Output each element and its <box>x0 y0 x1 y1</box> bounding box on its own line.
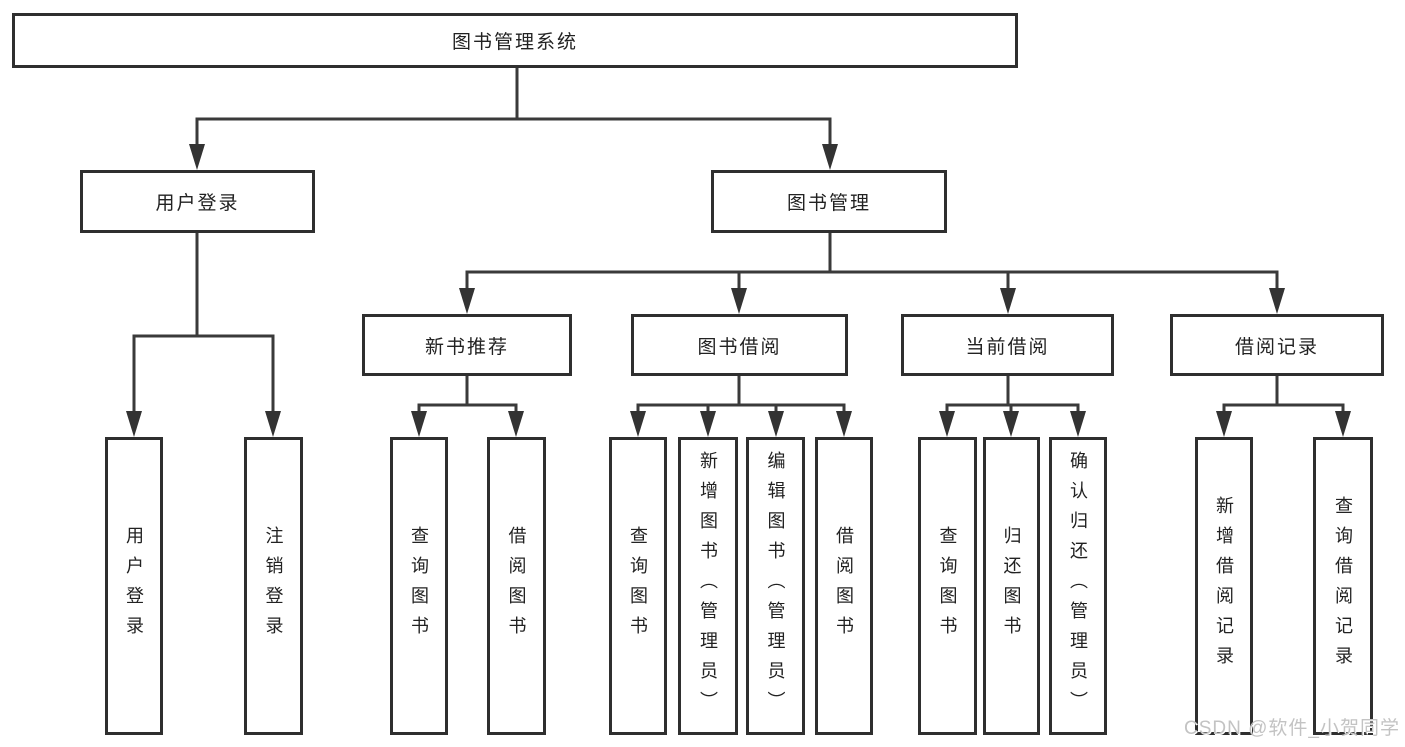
node-root: 图书管理系统 <box>12 13 1018 68</box>
node-leaf-query-books-recommend: 查询图书 <box>390 437 448 735</box>
connector-borrowrecords-to-leaves <box>1222 374 1345 415</box>
node-leaf-query-borrow-record-label: 查询借阅记录 <box>1333 496 1353 676</box>
arrow-icon <box>1070 411 1086 437</box>
arrow-icon <box>939 411 955 437</box>
arrow-icon <box>508 411 524 437</box>
node-leaf-add-borrow-record: 新增借阅记录 <box>1195 437 1253 735</box>
arrow-icon <box>189 144 205 170</box>
node-leaf-return-book-label: 归还图书 <box>1001 526 1022 646</box>
connector-bookmgmt-to-level3 <box>465 231 1279 292</box>
node-leaf-confirm-return-admin-label: 确认归还（管理员） <box>1068 451 1088 721</box>
node-leaf-borrow-book-recommend-label: 借阅图书 <box>506 526 527 646</box>
arrow-icon <box>265 411 281 437</box>
node-borrowing-records-label: 借阅记录 <box>1234 336 1319 358</box>
node-leaf-add-book-admin: 新增图书（管理员） <box>678 437 738 735</box>
node-book-borrowing: 图书借阅 <box>631 314 848 376</box>
node-leaf-query-books-borrow-label: 查询图书 <box>628 526 648 646</box>
arrow-icon <box>630 411 646 437</box>
node-user-login: 用户登录 <box>80 170 315 233</box>
node-leaf-edit-book-admin: 编辑图书（管理员） <box>746 437 805 735</box>
arrow-icon <box>126 411 142 437</box>
node-leaf-logout: 注销登录 <box>244 437 303 735</box>
arrow-icon <box>1003 411 1019 437</box>
node-root-label: 图书管理系统 <box>451 32 578 53</box>
node-leaf-borrow-book-recommend: 借阅图书 <box>487 437 546 735</box>
node-leaf-user-login: 用户登录 <box>105 437 163 735</box>
arrow-icon <box>1269 288 1285 314</box>
node-borrowing-records: 借阅记录 <box>1170 314 1384 376</box>
connector-bookborrow-to-leaves <box>636 374 846 415</box>
arrow-icon <box>1216 411 1232 437</box>
node-leaf-query-borrow-record: 查询借阅记录 <box>1313 437 1373 735</box>
node-leaf-borrow-book: 借阅图书 <box>815 437 873 735</box>
node-leaf-confirm-return-admin: 确认归还（管理员） <box>1049 437 1107 735</box>
arrow-icon <box>1000 288 1016 314</box>
node-leaf-add-borrow-record-label: 新增借阅记录 <box>1214 496 1234 676</box>
node-leaf-query-books-current-label: 查询图书 <box>937 526 958 646</box>
arrow-icon <box>731 288 747 314</box>
arrow-icon <box>1335 411 1351 437</box>
node-leaf-edit-book-admin-label: 编辑图书（管理员） <box>765 451 786 721</box>
arrow-icon <box>700 411 716 437</box>
node-new-book-recommend: 新书推荐 <box>362 314 572 376</box>
node-current-borrowing-label: 当前借阅 <box>965 336 1050 358</box>
node-current-borrowing: 当前借阅 <box>901 314 1114 376</box>
node-leaf-query-books-borrow: 查询图书 <box>609 437 667 735</box>
node-leaf-query-books-recommend-label: 查询图书 <box>409 526 429 646</box>
node-new-book-recommend-label: 新书推荐 <box>424 336 509 358</box>
node-leaf-return-book: 归还图书 <box>983 437 1040 735</box>
node-leaf-user-login-label: 用户登录 <box>124 526 144 646</box>
connector-root-to-level2 <box>195 66 832 148</box>
node-leaf-query-books-current: 查询图书 <box>918 437 977 735</box>
arrow-icon <box>411 411 427 437</box>
connector-userlogin-to-leaves <box>132 231 275 415</box>
node-leaf-logout-label: 注销登录 <box>263 526 284 646</box>
arrow-icon <box>459 288 475 314</box>
node-book-management: 图书管理 <box>711 170 947 233</box>
node-book-management-label: 图书管理 <box>786 193 871 214</box>
arrow-icon <box>822 144 838 170</box>
node-user-login-label: 用户登录 <box>155 193 240 214</box>
arrow-icon <box>836 411 852 437</box>
watermark: CSDN @软件_小贺同学 <box>1184 718 1400 739</box>
connector-currentborrow-to-leaves <box>945 374 1080 415</box>
node-leaf-add-book-admin-label: 新增图书（管理员） <box>698 451 718 721</box>
connector-newbookrec-to-leaves <box>417 374 518 415</box>
node-leaf-borrow-book-label: 借阅图书 <box>834 526 854 646</box>
arrow-icon <box>768 411 784 437</box>
node-book-borrowing-label: 图书借阅 <box>697 336 782 358</box>
